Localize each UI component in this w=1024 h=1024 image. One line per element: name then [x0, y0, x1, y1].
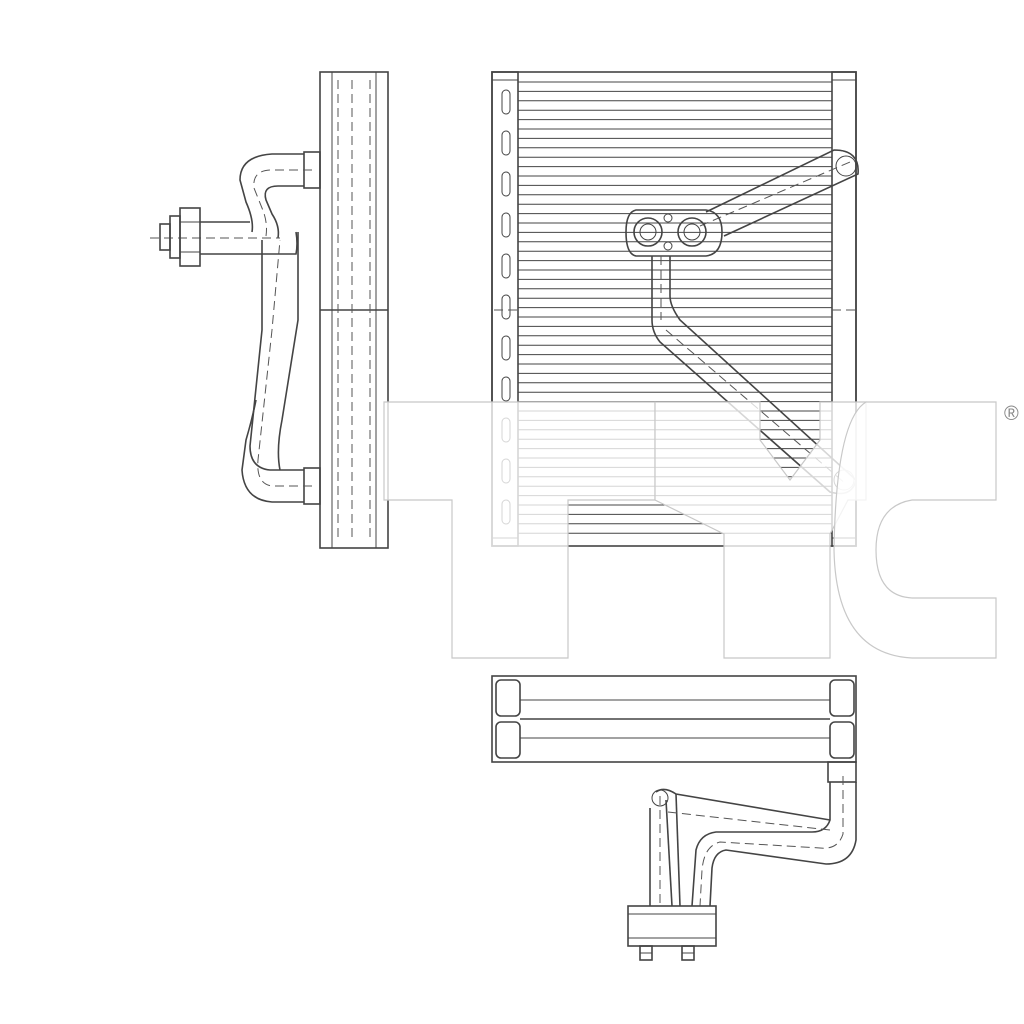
- tank-slot: [501, 171, 511, 197]
- tyc-watermark: ®: [383, 401, 1019, 659]
- watermark-letter-c: [833, 401, 997, 659]
- side-view: [150, 71, 389, 549]
- watermark-letter-t: [383, 401, 656, 659]
- tank-slot: [501, 89, 511, 115]
- tank-slot: [501, 212, 511, 238]
- registered-mark: ®: [1004, 403, 1019, 425]
- bottom-view: [491, 675, 857, 961]
- tank-slot: [501, 130, 511, 156]
- tank-slot: [501, 335, 511, 361]
- tank-slot: [501, 376, 511, 402]
- tank-slot: [501, 253, 511, 279]
- tank-slot: [501, 294, 511, 320]
